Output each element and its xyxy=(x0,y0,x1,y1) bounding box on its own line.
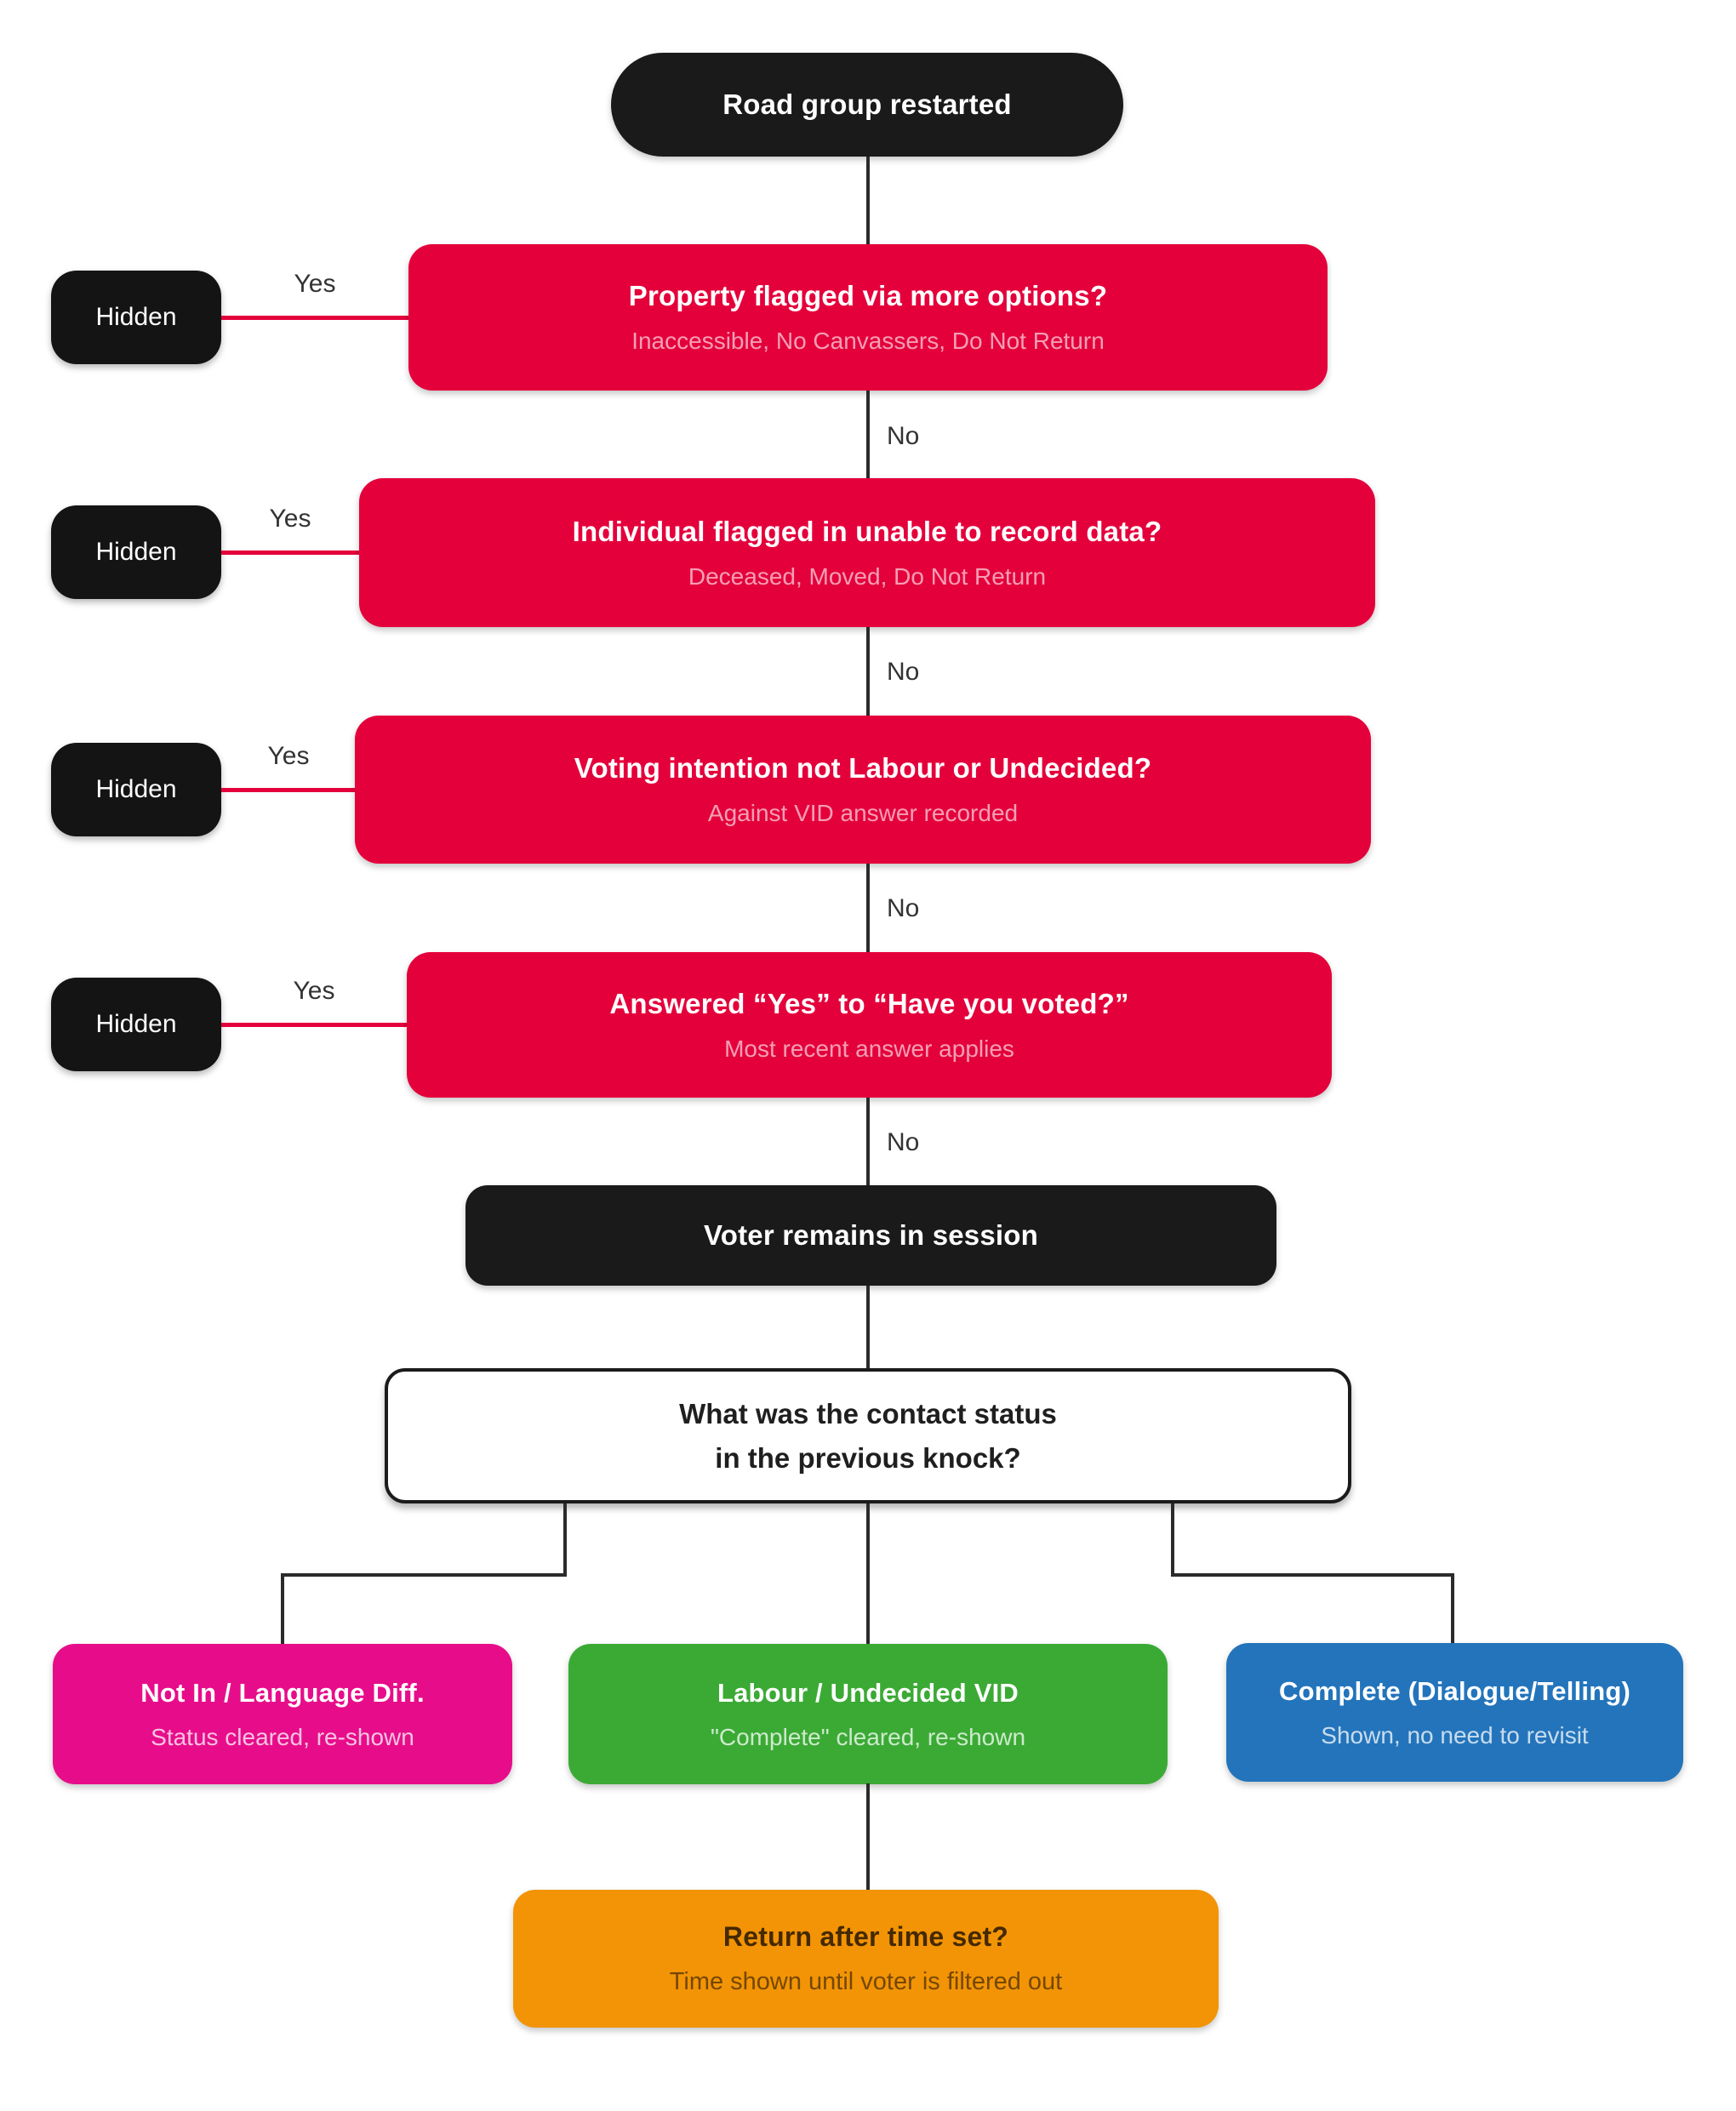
branch-node-labour-undecided: Labour / Undecided VID "Complete" cleare… xyxy=(568,1644,1168,1784)
hidden-node-4: Hidden xyxy=(51,978,221,1071)
check-node-3: Voting intention not Labour or Undecided… xyxy=(355,716,1371,864)
timer-node-subtitle: Time shown until voter is filtered out xyxy=(669,1968,1063,1995)
check-node-4: Answered “Yes” to “Have you voted?” Most… xyxy=(407,952,1332,1098)
session-node: Voter remains in session xyxy=(465,1185,1276,1286)
yes-connector-2 xyxy=(221,551,359,555)
question-line2: in the previous knock? xyxy=(715,1441,1021,1474)
connector-start-to-check1 xyxy=(866,157,870,244)
hidden-node-2-label: Hidden xyxy=(95,538,177,566)
connector-labour-to-timer xyxy=(866,1783,870,1890)
no-connector-1 xyxy=(866,391,870,478)
hidden-node-1-label: Hidden xyxy=(95,303,177,331)
check-node-2-title: Individual flagged in unable to record d… xyxy=(572,515,1162,547)
check-node-4-subtitle: Most recent answer applies xyxy=(724,1035,1014,1062)
no-connector-4 xyxy=(866,1098,870,1185)
branch-not-in-subtitle: Status cleared, re-shown xyxy=(151,1723,414,1750)
question-node: What was the contact status in the previ… xyxy=(385,1368,1351,1503)
yes-label-4: Yes xyxy=(293,977,335,1005)
yes-connector-3 xyxy=(221,788,355,792)
timer-node-title: Return after time set? xyxy=(722,1921,1009,1952)
check-node-2: Individual flagged in unable to record d… xyxy=(359,478,1375,627)
hidden-node-1: Hidden xyxy=(51,271,221,364)
check-node-3-title: Voting intention not Labour or Undecided… xyxy=(574,752,1152,784)
connector-session-to-question xyxy=(866,1286,870,1368)
hidden-node-3: Hidden xyxy=(51,743,221,836)
yes-label-2: Yes xyxy=(269,505,311,533)
question-line1: What was the contact status xyxy=(679,1397,1057,1429)
no-label-4: No xyxy=(887,1128,920,1156)
check-node-4-title: Answered “Yes” to “Have you voted?” xyxy=(609,987,1129,1019)
branch-left-stem xyxy=(281,1573,284,1644)
branch-right-elbow xyxy=(1171,1573,1454,1577)
branch-left-elbow xyxy=(281,1573,567,1577)
start-node-label: Road group restarted xyxy=(722,88,1012,120)
branch-right-drop xyxy=(1171,1503,1174,1575)
hidden-node-2: Hidden xyxy=(51,505,221,599)
branch-right-stem xyxy=(1451,1573,1454,1643)
branch-labour-subtitle: "Complete" cleared, re-shown xyxy=(710,1723,1026,1750)
check-node-1-subtitle: Inaccessible, No Canvassers, Do Not Retu… xyxy=(631,328,1105,354)
branch-left-drop xyxy=(563,1503,567,1575)
yes-connector-4 xyxy=(221,1023,407,1027)
hidden-node-4-label: Hidden xyxy=(95,1010,177,1038)
no-label-1: No xyxy=(887,422,920,450)
no-connector-2 xyxy=(866,627,870,716)
hidden-node-3-label: Hidden xyxy=(95,775,177,803)
start-node: Road group restarted xyxy=(611,53,1123,157)
branch-node-complete: Complete (Dialogue/Telling) Shown, no ne… xyxy=(1226,1643,1683,1782)
timer-node: Return after time set? Time shown until … xyxy=(513,1890,1219,2028)
session-node-label: Voter remains in session xyxy=(703,1219,1038,1251)
yes-label-1: Yes xyxy=(294,270,336,298)
branch-center-stem xyxy=(866,1503,870,1644)
branch-labour-title: Labour / Undecided VID xyxy=(717,1677,1019,1708)
yes-label-3: Yes xyxy=(267,742,310,770)
no-connector-3 xyxy=(866,864,870,952)
branch-complete-subtitle: Shown, no need to revisit xyxy=(1321,1721,1589,1749)
check-node-1: Property flagged via more options? Inacc… xyxy=(408,244,1328,391)
branch-not-in-title: Not In / Language Diff. xyxy=(140,1677,425,1708)
branch-complete-title: Complete (Dialogue/Telling) xyxy=(1278,1675,1630,1706)
no-label-3: No xyxy=(887,894,920,922)
no-label-2: No xyxy=(887,658,920,686)
yes-connector-1 xyxy=(221,316,408,320)
check-node-1-title: Property flagged via more options? xyxy=(628,280,1108,311)
check-node-3-subtitle: Against VID answer recorded xyxy=(707,800,1019,826)
branch-node-not-in: Not In / Language Diff. Status cleared, … xyxy=(53,1644,512,1784)
check-node-2-subtitle: Deceased, Moved, Do Not Return xyxy=(688,562,1047,590)
